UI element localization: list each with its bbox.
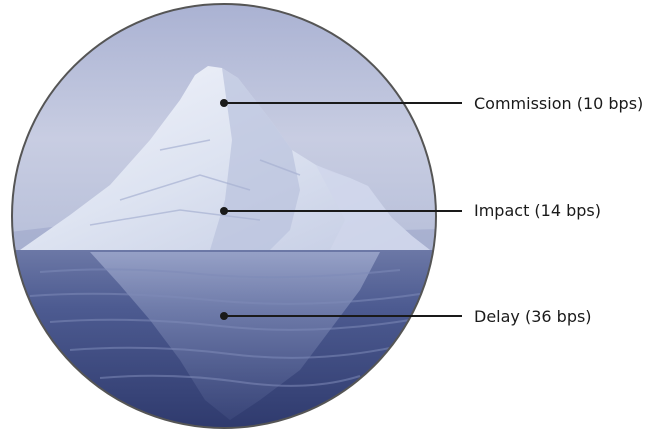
callout-leaders (220, 99, 462, 320)
water-ripples (29, 268, 421, 387)
iceberg-reflection (90, 252, 380, 420)
impact-label: Impact (14 bps) (474, 201, 601, 220)
commission-label: Commission (10 bps) (474, 94, 644, 113)
iceberg (20, 66, 430, 250)
circle-frame (11, 3, 437, 429)
delay-label: Delay (36 bps) (474, 307, 592, 326)
